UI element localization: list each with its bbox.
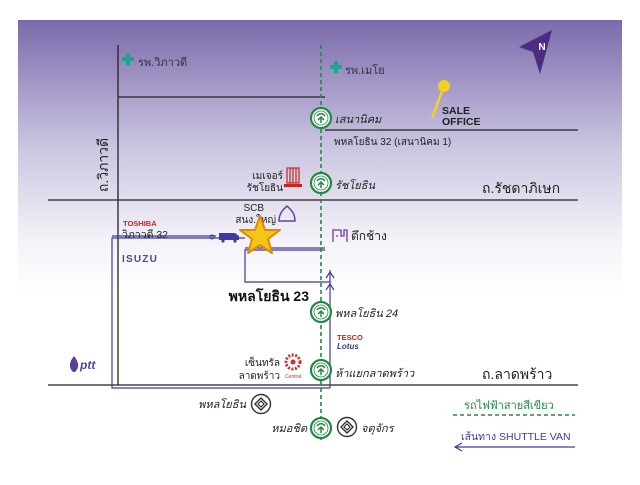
svg-text:Central: Central [285,374,301,380]
station-label-senanikhom: เสนานิคม [335,114,382,126]
hospital-cross-icon [122,53,134,65]
hospital-mayo: รพ.เมโย [330,61,385,77]
central-line2: ลาดพร้าว [239,370,280,382]
mrt-station-chatuchak: จตุจักร [336,416,396,438]
major-line1: เมเจอร์ [252,170,283,182]
ptt-flame-icon [69,356,79,372]
tesco-line1: TESCO [337,333,363,342]
bts-station-icon [309,358,333,382]
station-label-phahon24: พหลโยธิน 24 [335,307,398,320]
scb-headquarters: SCB สนง.ใหญ่ [235,203,296,226]
bts-station-icon [309,171,333,195]
scb-logo-icon [278,204,296,222]
legend-bts-label: รถไฟฟ้าสายสีเขียว [464,399,554,412]
phahon32-label: พหลโยธิน 32 (เสนานิคม 1) [334,135,451,148]
central-line1: เซ็นทรัล [245,355,280,369]
bts-station-icon [309,300,333,324]
bts-station-icon [309,416,333,440]
svg-text:N: N [538,42,545,53]
bts-station-senanikhom: เสนานิคม [309,106,382,130]
map-pin-icon [438,80,450,92]
toshiba-label: TOSHIBA [123,219,157,228]
star-icon [239,215,281,254]
shuttle-van-icon [209,233,239,243]
phahon23-label: พหลโยธิน 23 [229,287,310,304]
bts-station-icon [309,106,333,130]
scb-line2: สนง.ใหญ่ [235,214,276,226]
shuttle-route [111,235,335,389]
hospital-vibhavadi: รพ.วิภาวดี [122,53,187,69]
map-legend: รถไฟฟ้าสายสีเขียว เส้นทาง SHUTTLE VAN [453,399,575,452]
ptt-label: ptt [79,358,96,372]
mrt-station-icon [336,416,358,438]
roads [48,45,578,386]
mrt-station-icon [250,393,272,415]
tesco-line2: Lotus [337,342,359,351]
vibhavadi32-label: วิภาวดี 32 [122,228,168,241]
central-logo-icon: Central [284,353,302,380]
tuek-chang: ตึกช้าง [332,229,387,243]
elephant-building-icon [332,229,348,242]
scb-line1: SCB [243,203,264,214]
major-ratchayothin: เมเจอร์ รัชโยธิน [247,167,302,194]
mrt-station-phahon: พหลโยธิน [198,393,272,415]
sale-office-line1: SALE [442,105,470,117]
sale-office-line2: OFFICE [442,116,481,128]
ptt: ptt [69,356,96,372]
tesco-lotus: TESCO Lotus [337,333,363,351]
road-label-ratchadaphisek: ถ.รัชดาภิเษก [482,180,560,196]
major-line2: รัชโยธิน [247,181,283,194]
major-logo-icon [284,167,302,187]
road-label-ladprao: ถ.ลาดพร้าว [482,366,552,382]
hospital-vibhavadi-label: รพ.วิภาวดี [138,56,187,69]
hospital-mayo-label: รพ.เมโย [345,63,385,77]
compass-north-icon: N [519,30,552,74]
station-label-mrt-phahon: พหลโยธิน [198,398,246,411]
bts-station-ha-yaek: ห้าแยกลาดพร้าว [309,358,415,382]
station-label-ha-yaek: ห้าแยกลาดพร้าว [335,367,415,380]
isuzu-label: ISUZU [122,254,158,265]
sale-office-marker: SALE OFFICE [430,80,481,128]
tuek-chang-label: ตึกช้าง [351,229,387,243]
bts-station-ratchayothin: รัชโยธิน [309,171,375,195]
central-ladprao: เซ็นทรัล ลาดพร้าว Central [239,353,302,382]
bts-station-mo-chit: หมอชิต [271,416,333,440]
map-background [18,20,622,460]
station-label-mrt-chatuchak: จตุจักร [361,423,396,435]
road-label-vibhavadi: ถ.วิภาวดี [95,138,111,192]
hospital-cross-icon [330,61,342,73]
bts-station-phahon24: พหลโยธิน 24 [309,300,398,324]
legend-shuttle-label: เส้นทาง SHUTTLE VAN [461,431,571,443]
station-label-ratchayothin: รัชโยธิน [335,179,375,192]
station-label-mo-chit: หมอชิต [271,423,308,435]
